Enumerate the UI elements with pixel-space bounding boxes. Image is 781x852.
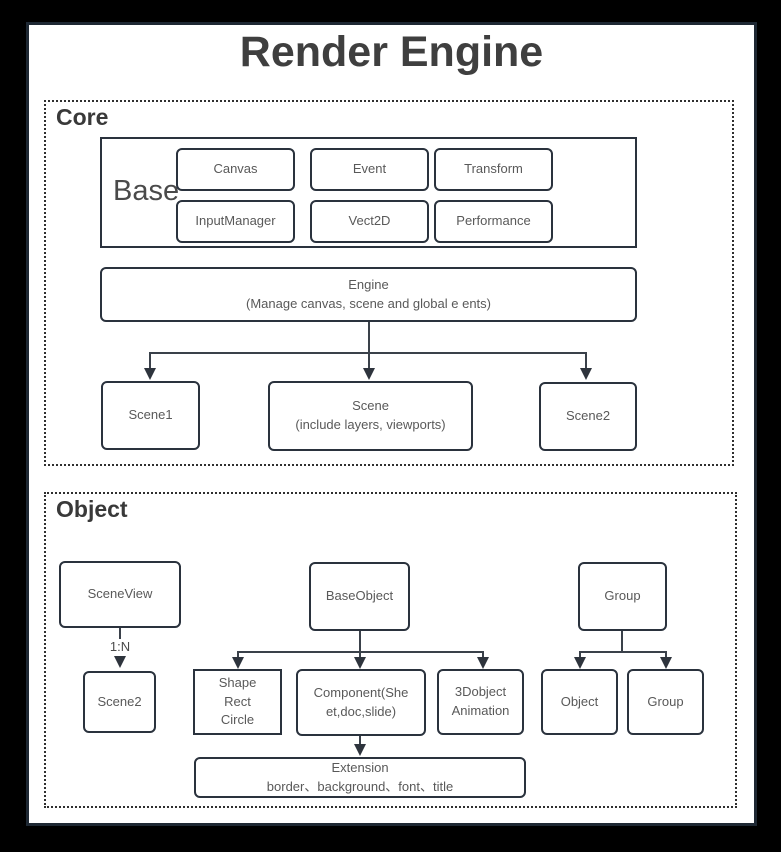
arrowhead-down-icon — [477, 657, 489, 669]
connector-sceneview-line — [119, 628, 121, 641]
connector-engine-scene2-line — [585, 352, 587, 369]
node-shape-line2: Rect — [224, 693, 251, 709]
connector-engine-trunk-line — [368, 322, 370, 353]
node-scene1: Scene1 — [101, 381, 200, 450]
connector-baseobject-3dobject-line — [482, 651, 484, 659]
connector-component-extension-line — [359, 736, 361, 746]
base-label: Base — [113, 175, 180, 207]
connector-group-group-line — [665, 651, 667, 659]
node-scene2-label: Scene2 — [565, 408, 611, 424]
connector-baseobject-shape-line — [237, 651, 239, 659]
arrowhead-down-icon — [354, 744, 366, 756]
arrowhead-down-icon — [232, 657, 244, 669]
node-engine-description: (Manage canvas, scene and global e ents) — [246, 295, 491, 311]
core-section-label: Core — [56, 104, 109, 130]
node-engine-title: Engine — [348, 276, 389, 292]
diagram-title: Render Engine — [239, 28, 544, 76]
arrowhead-down-icon — [114, 656, 126, 668]
node-extension-title: Extension — [331, 759, 389, 775]
node-extension-description: border、background、font、title — [266, 778, 454, 794]
node-canvas-label: Canvas — [213, 161, 258, 177]
connector-baseobject-component-line — [359, 651, 361, 659]
arrowhead-down-icon — [363, 368, 375, 380]
node-sceneview-label: SceneView — [87, 586, 153, 602]
object-section: Object — [44, 492, 737, 808]
connector-group-trunk-line — [621, 631, 623, 652]
connector-group-object-line — [579, 651, 581, 659]
node-extension: Extension border、background、font、title — [194, 757, 526, 798]
node-component-line1: Component(She — [313, 684, 409, 700]
relation-label: 1:N — [99, 639, 141, 654]
node-performance: Performance — [434, 200, 553, 243]
node-event-label: Event — [352, 161, 387, 177]
connector-group-branch-line — [579, 651, 667, 653]
node-performance-label: Performance — [456, 213, 531, 229]
node-vect2d: Vect2D — [310, 200, 429, 243]
connector-engine-scene1-line — [149, 352, 151, 369]
node-object-child-label: Object — [560, 693, 599, 709]
node-group-child: Group — [627, 669, 704, 735]
node-inputmanager: InputManager — [176, 200, 295, 243]
node-transform: Transform — [434, 148, 553, 191]
node-component-line2: et,doc,slide) — [325, 703, 397, 719]
node-shape-line1: Shape — [218, 674, 257, 690]
arrowhead-down-icon — [574, 657, 586, 669]
node-transform-label: Transform — [464, 161, 523, 177]
diagram-page: Render Engine Core Base Canvas Event Tra… — [26, 22, 757, 826]
node-vect2d-label: Vect2D — [348, 213, 391, 229]
arrowhead-down-icon — [144, 368, 156, 380]
node-3dobject: 3Dobject Animation — [437, 669, 524, 735]
node-group: Group — [578, 562, 667, 631]
node-sceneview: SceneView — [59, 561, 181, 628]
core-section: Core — [44, 100, 734, 466]
node-baseobject-label: BaseObject — [325, 588, 394, 604]
node-baseobject: BaseObject — [309, 562, 410, 631]
node-engine: Engine (Manage canvas, scene and global … — [100, 267, 637, 322]
arrowhead-down-icon — [354, 657, 366, 669]
node-component: Component(She et,doc,slide) — [296, 669, 426, 736]
node-scene1-label: Scene1 — [128, 407, 173, 423]
node-group-label: Group — [604, 588, 641, 604]
node-object-child: Object — [541, 669, 618, 735]
connector-baseobject-trunk-line — [359, 631, 361, 652]
node-event: Event — [310, 148, 429, 191]
arrowhead-down-icon — [580, 368, 592, 380]
node-shape-line3: Circle — [220, 712, 255, 728]
node-scene-description: (include layers, viewports) — [295, 417, 446, 432]
connector-engine-scene-line — [368, 352, 370, 369]
node-canvas: Canvas — [176, 148, 295, 191]
object-section-label: Object — [56, 496, 128, 522]
node-3dobject-line2: Animation — [451, 703, 510, 718]
node-scene2-child: Scene2 — [83, 671, 156, 733]
node-scene2: Scene2 — [539, 382, 637, 451]
node-3dobject-line1: 3Dobject — [454, 684, 507, 700]
node-scene-title: Scene — [352, 398, 389, 414]
node-inputmanager-label: InputManager — [195, 213, 276, 229]
node-scene: Scene (include layers, viewports) — [268, 381, 473, 451]
arrowhead-down-icon — [660, 657, 672, 669]
node-scene2-child-label: Scene2 — [97, 693, 142, 709]
node-shape: Shape Rect Circle — [193, 669, 282, 735]
node-group-child-label: Group — [647, 693, 684, 709]
